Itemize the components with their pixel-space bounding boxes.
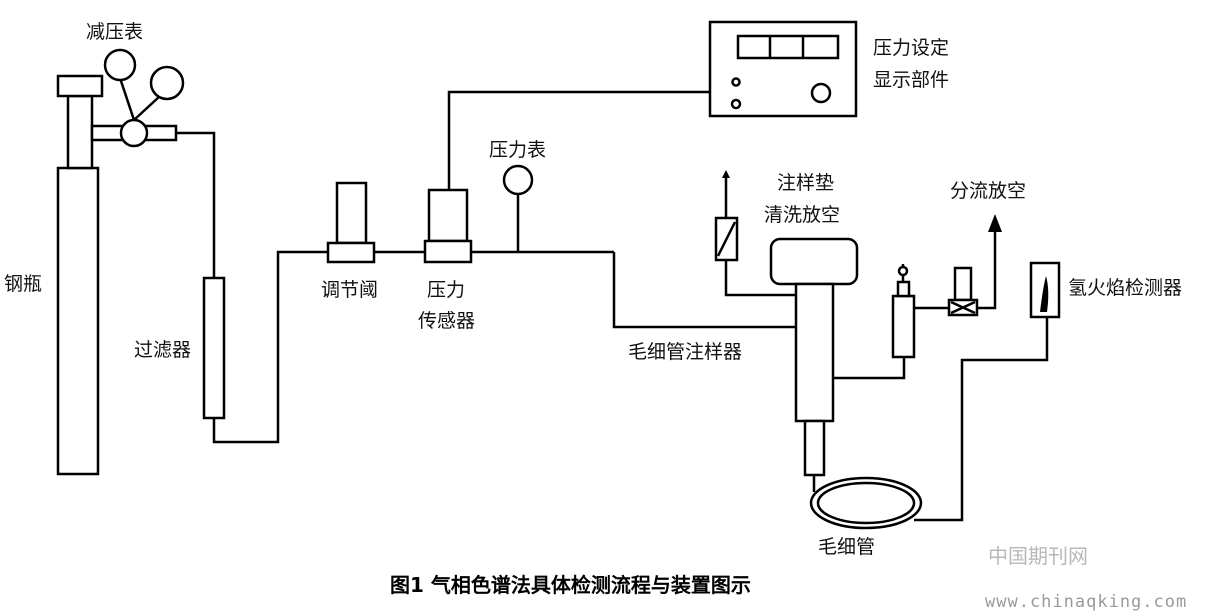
pressure-sensor [423, 188, 473, 264]
label-capillary-injector: 毛细管注样器 [628, 341, 742, 363]
label-fid: 氢火焰检测器 [1068, 277, 1182, 299]
capillary-injector [769, 237, 859, 477]
label-capillary: 毛细管 [818, 536, 875, 558]
label-pressure-sensor-2: 传感器 [418, 310, 475, 332]
label-pressure-display-1: 压力设定 [873, 37, 949, 59]
label-pressure-reducer: 减压表 [86, 21, 143, 43]
figure-caption: 图1 气相色谱法具体检测流程与装置图示 [390, 573, 751, 597]
filter [202, 276, 226, 420]
pressure-reducer [90, 48, 185, 148]
label-pressure-gauge: 压力表 [489, 139, 546, 161]
label-pressure-sensor-1: 压力 [427, 279, 465, 301]
label-cylinder: 钢瓶 [4, 273, 42, 295]
regulating-valve [326, 181, 376, 264]
septum-purge-valve [714, 170, 796, 297]
fid-detector [1029, 261, 1061, 319]
gas-cylinder [56, 74, 104, 476]
watermark-url: www.chinaqking.com [985, 592, 1187, 612]
label-regulating-valve: 调节阈 [321, 279, 378, 301]
label-split-vent: 分流放空 [950, 180, 1026, 202]
split-vent-assembly [891, 214, 1002, 359]
label-septum-purge-1: 注样垫 [777, 172, 834, 194]
label-septum-purge-2: 清洗放空 [764, 204, 840, 226]
capillary-column [809, 316, 1049, 530]
label-pressure-display-2: 显示部件 [873, 69, 949, 91]
watermark-brand: 中国期刊网 [988, 544, 1088, 568]
pressure-display-unit [708, 20, 858, 118]
pressure-gauge [502, 164, 534, 196]
label-filter: 过滤器 [134, 339, 191, 361]
